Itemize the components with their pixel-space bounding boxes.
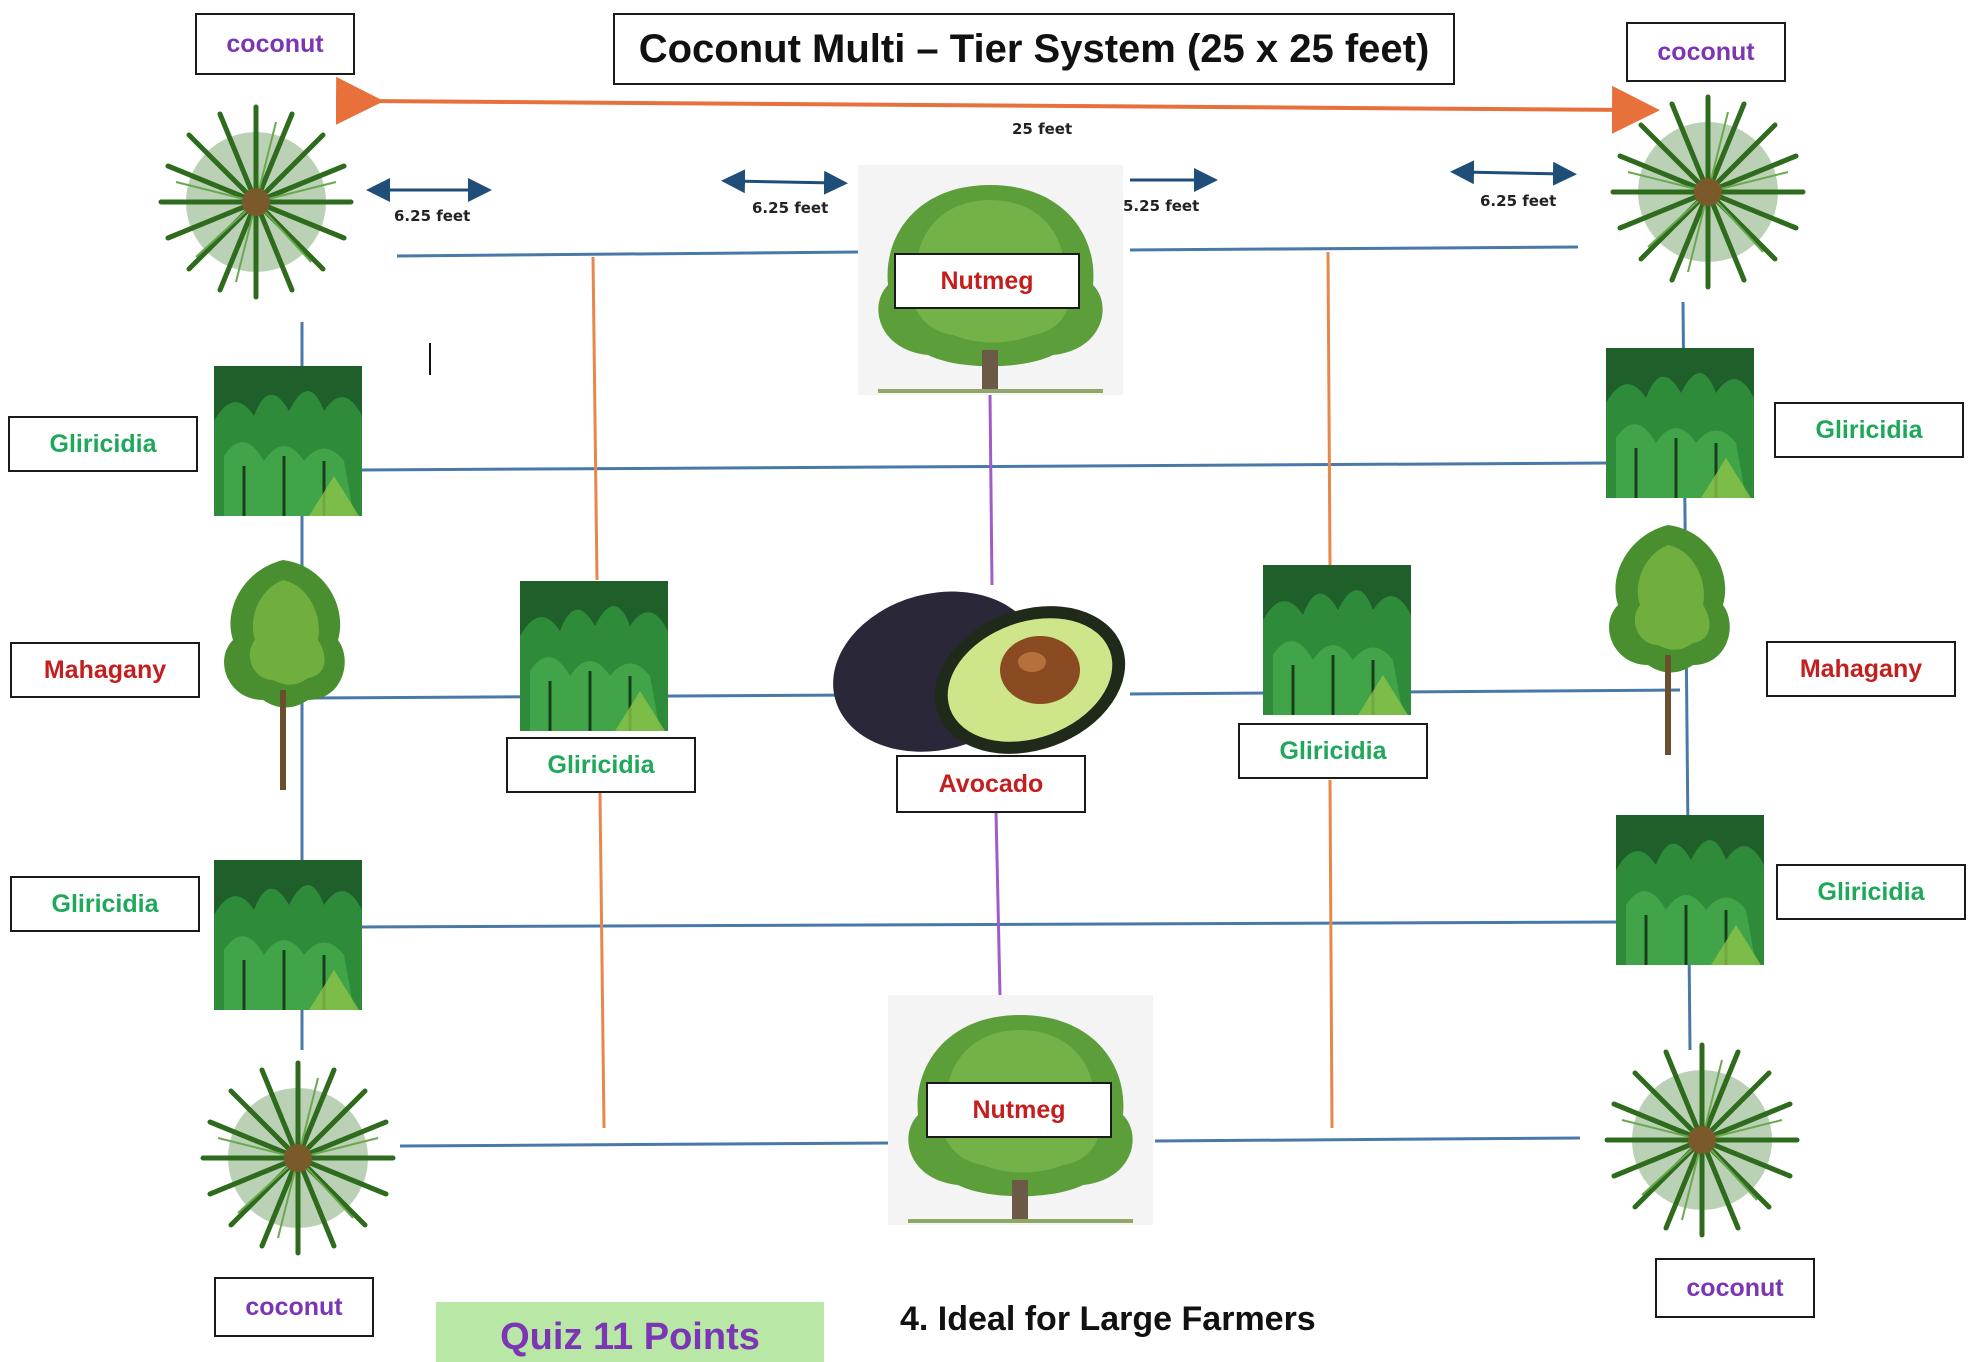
gliricidia-label: Gliricidia bbox=[1774, 402, 1964, 458]
gliricidia-bush-icon bbox=[212, 364, 364, 518]
gliricidia-label: Gliricidia bbox=[8, 416, 198, 472]
segment-arrows bbox=[366, 160, 1577, 202]
gliricidia-label: Gliricidia bbox=[506, 737, 696, 793]
segment-dimension-label: 6.25 feet bbox=[752, 199, 829, 217]
diagram-stage: Coconut Multi – Tier System (25 x 25 fee… bbox=[0, 13, 1977, 1362]
coconut-label: coconut bbox=[214, 1277, 374, 1337]
purple-lines bbox=[988, 394, 1002, 996]
mahagany-label: Mahagany bbox=[1766, 641, 1956, 697]
layout-diagram bbox=[0, 76, 1977, 1332]
text-cursor bbox=[429, 343, 431, 375]
quiz-badge: Quiz 11 Points bbox=[436, 1302, 824, 1362]
gliricidia-label: Gliricidia bbox=[1776, 864, 1966, 920]
orange-lines bbox=[591, 251, 1334, 1129]
gliricidia-bush-icon bbox=[1261, 563, 1413, 717]
nutmeg-label: Nutmeg bbox=[894, 253, 1080, 309]
gliricidia-bush-icon bbox=[212, 858, 364, 1012]
total-width-arrow bbox=[335, 76, 1660, 134]
segment-dimension-label: 6.25 feet bbox=[1480, 192, 1557, 210]
coconut-palm-icon bbox=[1607, 1045, 1797, 1235]
gliricidia-label: Gliricidia bbox=[1238, 723, 1428, 779]
gliricidia-bush-icon bbox=[1604, 346, 1756, 500]
footer-heading: 4. Ideal for Large Farmers bbox=[900, 1300, 1316, 1338]
segment-dimension-label: 5.25 feet bbox=[1123, 197, 1200, 215]
diagram-title: Coconut Multi – Tier System (25 x 25 fee… bbox=[613, 13, 1455, 85]
avocado-label: Avocado bbox=[896, 755, 1086, 813]
gliricidia-bush-icon bbox=[1614, 813, 1766, 967]
mahagany-tree-icon bbox=[1609, 525, 1730, 755]
mahagany-label: Mahagany bbox=[10, 642, 200, 698]
coconut-label: coconut bbox=[1626, 22, 1786, 82]
nutmeg-label: Nutmeg bbox=[926, 1082, 1112, 1138]
coconut-label: coconut bbox=[1655, 1258, 1815, 1318]
coconut-palm-icon bbox=[161, 107, 351, 297]
gliricidia-label: Gliricidia bbox=[10, 876, 200, 932]
coconut-palm-icon bbox=[203, 1063, 393, 1253]
coconut-palm-icon bbox=[1613, 97, 1803, 287]
segment-dimension-label: 6.25 feet bbox=[394, 207, 471, 225]
total-dimension-label: 25 feet bbox=[1012, 120, 1073, 138]
coconut-label: coconut bbox=[195, 13, 355, 75]
gliricidia-bush-icon bbox=[518, 579, 670, 733]
mahagany-tree-icon bbox=[224, 560, 345, 790]
avocado-icon bbox=[833, 591, 1126, 754]
